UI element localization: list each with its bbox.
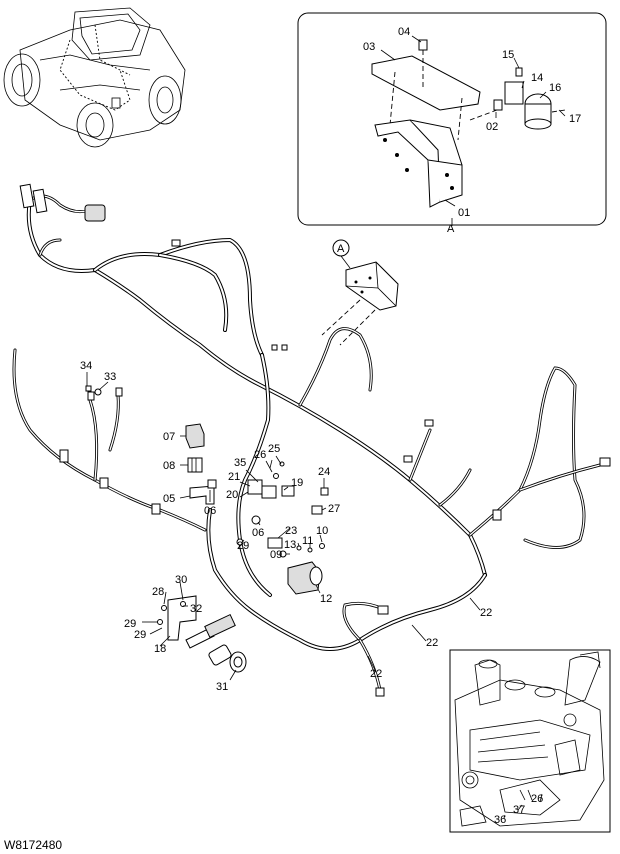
callout-33: 33	[104, 371, 116, 383]
callout-11: 11	[302, 535, 313, 547]
callout-16: 16	[549, 82, 561, 94]
callout-21: 21	[228, 471, 240, 483]
callout-22: 22	[370, 668, 382, 680]
callout-34: 34	[80, 360, 92, 372]
callout-04: 04	[398, 26, 410, 38]
engine-inset: 26 37 36	[449, 649, 611, 833]
callout-26: 26	[254, 449, 266, 461]
callout-26: 26	[531, 793, 543, 805]
callout-31: 31	[216, 681, 228, 693]
machine-overview-illustration	[3, 7, 186, 148]
detail-a-box	[297, 12, 607, 226]
callout-22: 22	[426, 637, 438, 649]
callout-23: 23	[285, 525, 297, 537]
callout-18: 18	[154, 643, 166, 655]
callout-17: 17	[569, 113, 581, 125]
callout-32: 32	[190, 603, 202, 615]
callout-36: 36	[494, 814, 506, 826]
callout-02: 02	[486, 121, 498, 133]
callout-29: 29	[237, 540, 249, 552]
callout-20: 20	[226, 489, 238, 501]
detail-a-title: A	[447, 223, 455, 235]
callout-14: 14	[531, 72, 543, 84]
detail-a-reference: A	[321, 239, 399, 346]
callout-30: 30	[175, 574, 187, 586]
callout-25: 25	[268, 443, 280, 455]
callout-29: 29	[124, 618, 136, 630]
callout-35: 35	[234, 457, 246, 469]
callout-08: 08	[163, 460, 175, 472]
callout-06: 06	[204, 505, 216, 517]
callout-19: 19	[291, 477, 303, 489]
callout-07: 07	[163, 431, 175, 443]
callout-05: 05	[163, 493, 175, 505]
callout-10: 10	[316, 525, 328, 537]
callout-03: 03	[363, 41, 375, 53]
callout-37: 37	[513, 804, 525, 816]
detail-a-labels: 04 03 15 14 16 02 17 01 A	[363, 26, 581, 235]
callout-13: 13	[284, 539, 296, 551]
callout-06: 06	[252, 527, 264, 539]
callout-24: 24	[318, 466, 330, 478]
main-leaders	[86, 372, 481, 681]
detail-a-leaders	[380, 35, 566, 226]
callout-29: 29	[134, 629, 146, 641]
callout-09: 09	[270, 549, 282, 561]
callout-22: 22	[480, 607, 492, 619]
callout-12: 12	[320, 593, 332, 605]
callout-27: 27	[328, 503, 340, 515]
detail-a-marker: A	[337, 243, 345, 255]
callout-01: 01	[458, 207, 470, 219]
callout-15: 15	[502, 49, 514, 61]
main-harness	[12, 194, 602, 692]
main-labels: 34 33 07 08 05 06 35 26 25 21 20 19 24 2…	[80, 360, 492, 693]
harness-connectors	[19, 183, 611, 697]
drawing-id: W8172480	[4, 838, 62, 852]
callout-28: 28	[152, 586, 164, 598]
